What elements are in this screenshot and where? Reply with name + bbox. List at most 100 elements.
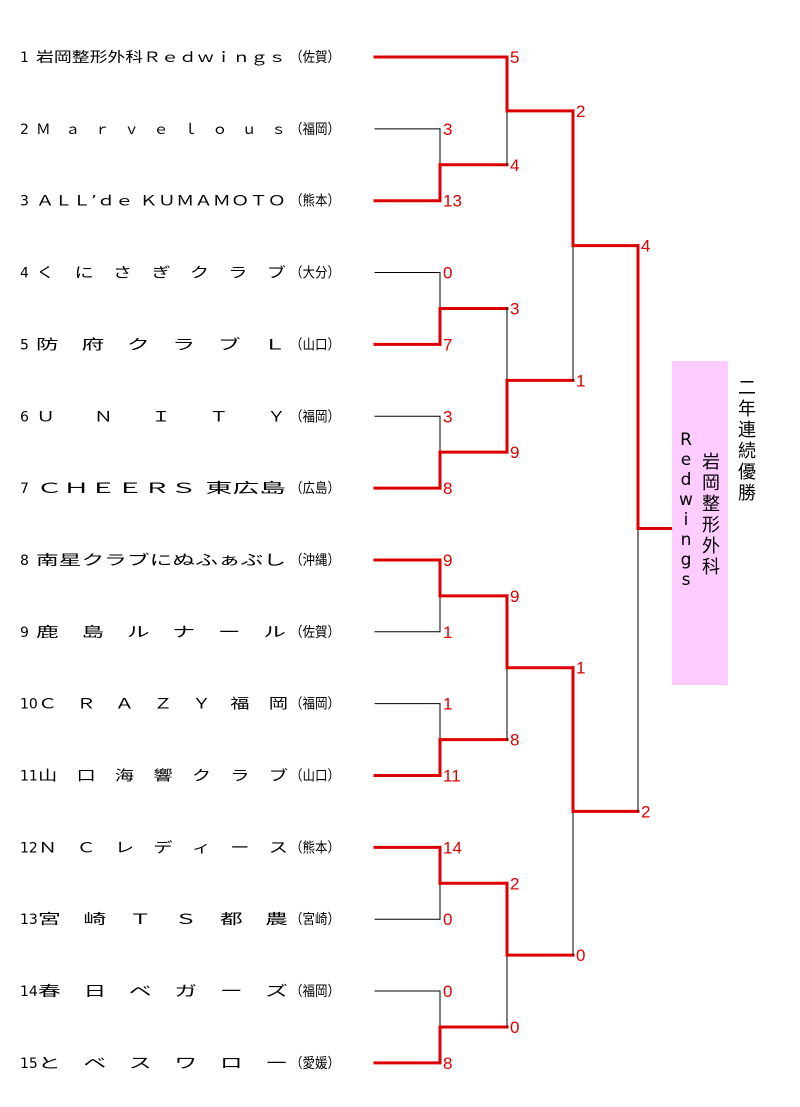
team-prefecture: （福岡） (290, 122, 340, 138)
team-prefecture: （愛媛） (290, 1056, 340, 1072)
score-label: 0 (443, 982, 452, 1001)
score-label: 4 (641, 237, 650, 256)
score-label: 4 (510, 156, 519, 175)
score-label: 3 (443, 120, 452, 139)
champion-name-kanji: 岩岡整形外科 (698, 452, 724, 578)
vertical-char: 整 (702, 494, 720, 515)
team-name: 春 日 ベ ガ ー ズ (38, 984, 288, 1000)
team-seed: 4 (20, 266, 29, 282)
score-label: 14 (443, 838, 462, 857)
team-name: 岩岡整形外科Ｒｅｄｗｉｎｇｓ (36, 50, 286, 66)
vertical-char: R (680, 430, 692, 450)
vertical-char: 年 (738, 399, 756, 420)
team-seed: 3 (20, 194, 29, 210)
team-seed: 6 (20, 409, 29, 425)
team-prefecture: （熊本） (290, 840, 340, 856)
score-label: 1 (443, 695, 452, 714)
vertical-char: s (681, 570, 691, 590)
team-seed: 10 (20, 697, 38, 713)
vertical-char: 科 (702, 557, 720, 578)
team-seed: 15 (20, 1056, 38, 1072)
team-prefecture: （沖縄） (290, 553, 340, 569)
champion-note: 二年連続優勝 (734, 378, 760, 504)
team-name: Ｎ Ｃ レ デ ィ ー ス (38, 839, 288, 856)
team-seed: 11 (20, 769, 38, 785)
team-name: Ｃ Ｒ Ａ Ｚ Ｙ 福 岡 (38, 697, 288, 713)
vertical-char: 岡 (702, 473, 720, 494)
score-label: 2 (576, 102, 585, 121)
score-label: 2 (510, 874, 519, 893)
score-label: 2 (641, 802, 650, 821)
score-label: 8 (510, 731, 519, 750)
score-label: 5 (510, 48, 519, 67)
team-prefecture: （山口） (290, 337, 340, 353)
team-prefecture: （広島） (290, 481, 340, 497)
team-prefecture: （佐賀） (290, 50, 340, 66)
team-prefecture: （山口） (290, 769, 340, 785)
team-prefecture: （福岡） (290, 409, 340, 425)
team-prefecture: （福岡） (290, 984, 340, 1000)
score-label: 1 (576, 371, 585, 390)
team-name: 防 府 ク ラ ブ Ｌ (36, 336, 286, 353)
team-seed: 2 (20, 122, 29, 138)
team-name: Ｍ ａ ｒ ｖ ｅ ｌ ｏ ｕ ｓ (36, 122, 286, 138)
score-label: 8 (443, 1054, 452, 1073)
score-label: 0 (443, 910, 452, 929)
team-name: 南星クラブにぬふぁぶし (36, 552, 286, 569)
team-name: Ｕ Ｎ Ｉ Ｔ Ｙ (36, 409, 286, 425)
score-label: 0 (443, 264, 452, 283)
team-prefecture: （大分） (290, 266, 340, 282)
score-label: 11 (443, 767, 461, 786)
vertical-char: 連 (738, 420, 756, 441)
team-prefecture: （宮崎） (290, 912, 340, 928)
team-seed: 1 (20, 50, 29, 66)
team-seed: 9 (20, 625, 29, 641)
vertical-char: 勝 (738, 483, 756, 504)
team-name: 鹿 島 ル ナ ー ル (36, 624, 286, 641)
score-label: 9 (510, 587, 519, 606)
team-prefecture: （佐賀） (290, 625, 340, 641)
team-seed: 13 (20, 912, 38, 928)
score-label: 13 (443, 192, 462, 211)
team-name: ＡＬＬ’ｄｅ ＫＵＭＡＭＯＴＯ (36, 194, 286, 210)
team-name: 宮 崎 Ｔ Ｓ 都 農 (38, 912, 288, 928)
team-name: と ベ ス ワ ロ ー (38, 1056, 288, 1072)
score-label: 3 (510, 299, 519, 318)
team-seed: 14 (20, 984, 38, 1000)
vertical-char: d (680, 470, 692, 490)
team-seed: 12 (20, 840, 38, 856)
vertical-char: 外 (702, 536, 720, 557)
vertical-char: 形 (702, 515, 720, 536)
vertical-char: w (679, 490, 693, 510)
vertical-char: 岩 (702, 452, 720, 473)
score-label: 7 (443, 335, 452, 354)
score-label: 0 (576, 946, 585, 965)
team-prefecture: （福岡） (290, 697, 340, 713)
team-seed: 8 (20, 553, 29, 569)
score-label: 3 (443, 407, 452, 426)
champion-box (672, 361, 728, 685)
team-seed: 5 (20, 337, 29, 353)
team-name: く に さ ぎ ク ラ ブ (36, 265, 286, 282)
score-label: 9 (510, 443, 519, 462)
team-name: ＣＨＥＥＲＳ 東広島 (36, 481, 286, 497)
vertical-char: i (683, 510, 689, 530)
vertical-char: 続 (738, 441, 756, 462)
vertical-char: 二 (738, 378, 756, 399)
score-label: 8 (443, 479, 452, 498)
score-label: 0 (510, 1018, 519, 1037)
score-label: 1 (443, 623, 452, 642)
score-label: 1 (576, 659, 585, 678)
team-name: 山 口 海 響 ク ラ ブ (38, 768, 288, 785)
team-prefecture: （熊本） (290, 194, 340, 210)
score-label: 9 (443, 551, 452, 570)
vertical-char: e (680, 450, 692, 470)
bracket-lines (373, 55, 674, 1065)
vertical-char: n (680, 530, 692, 550)
team-seed: 7 (20, 481, 29, 497)
vertical-char: g (680, 550, 692, 570)
